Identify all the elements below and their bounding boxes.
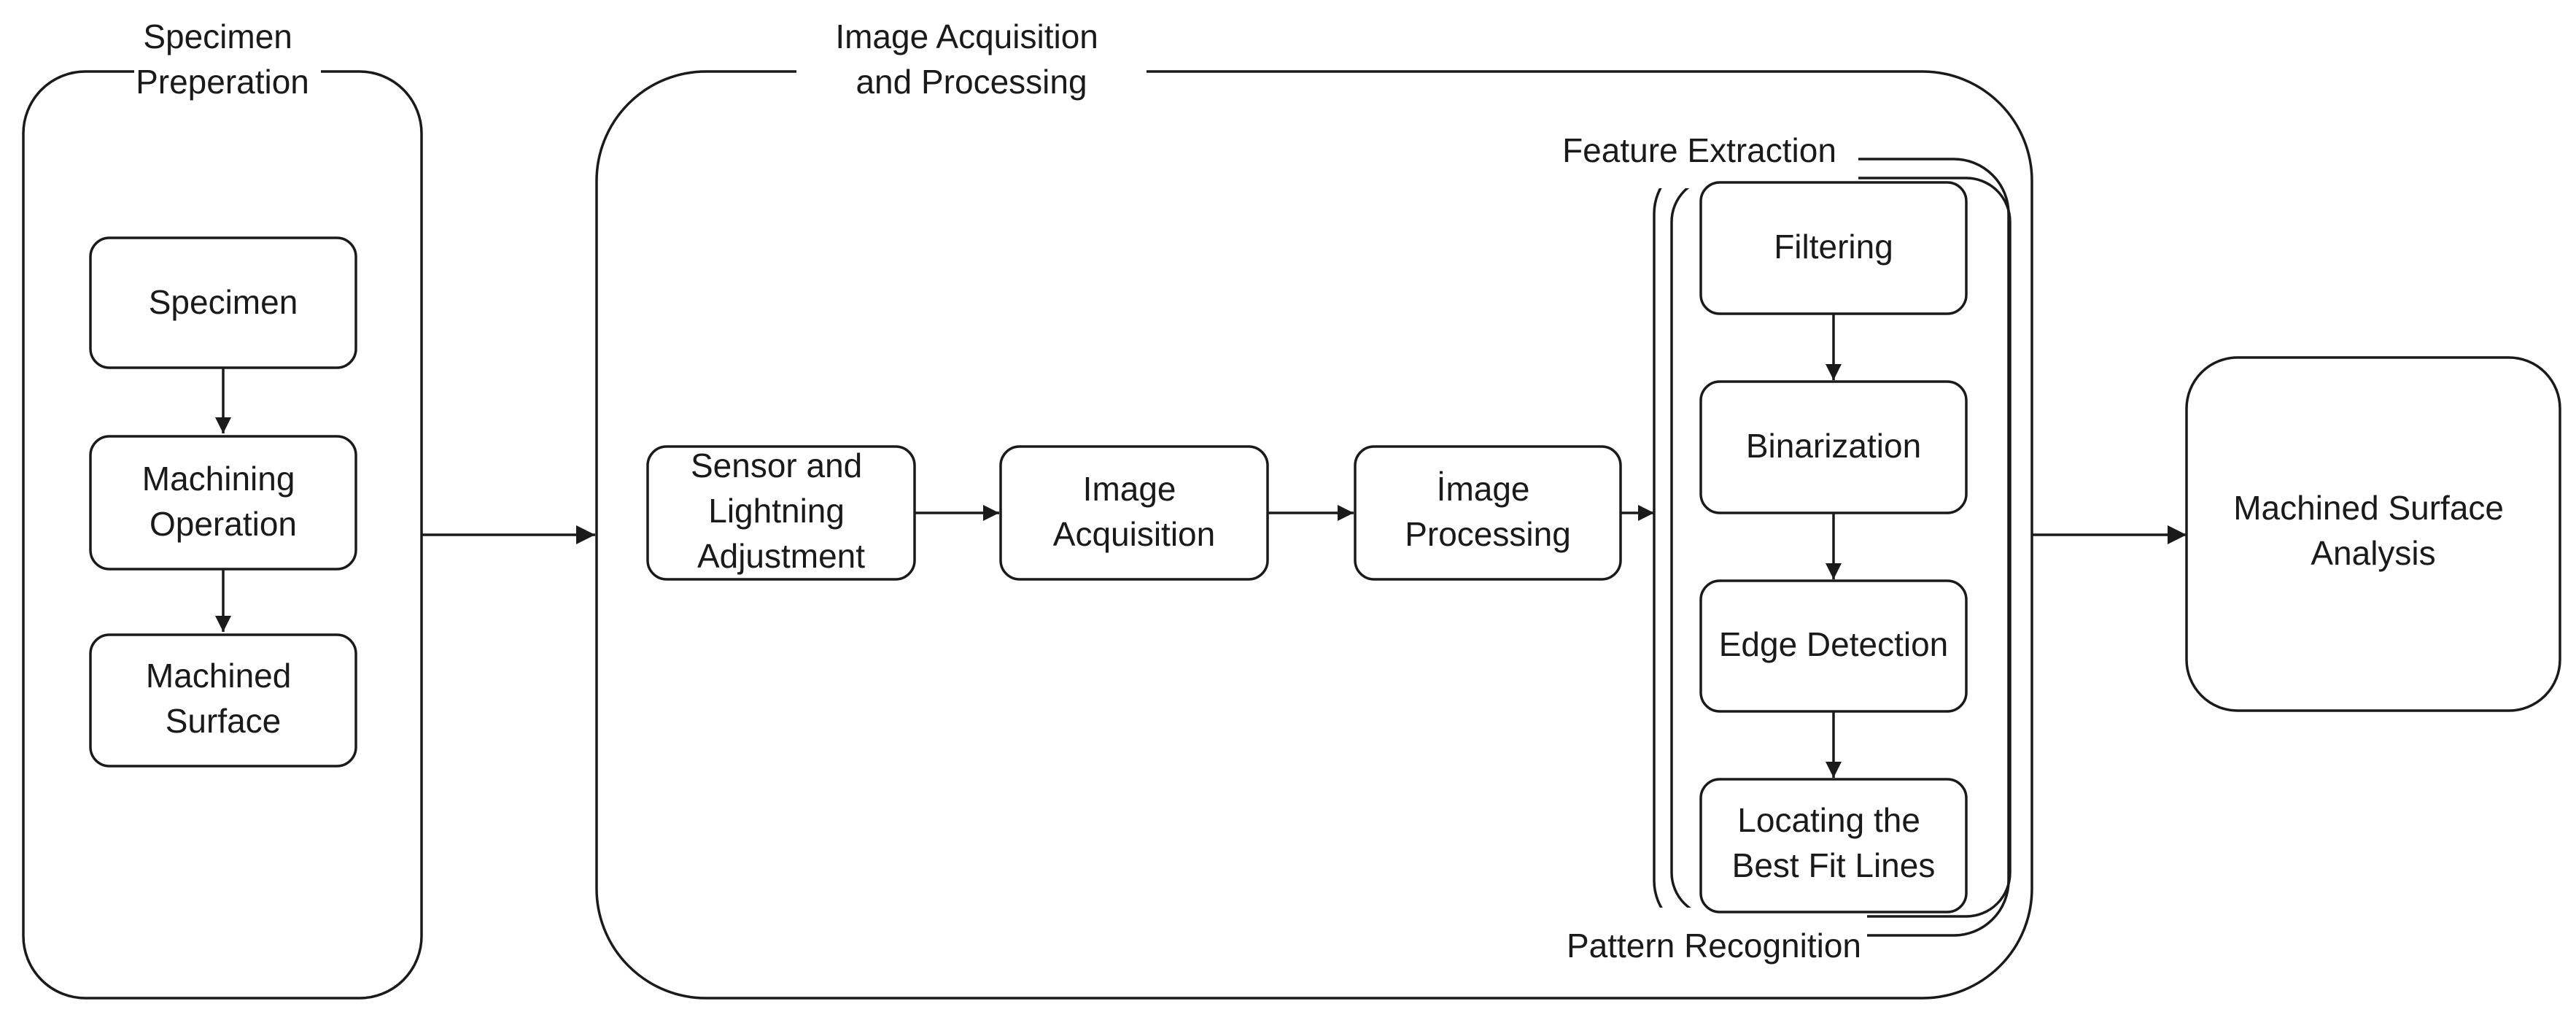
node-machined-surface-analysis-line-2: Analysis <box>2311 534 2435 572</box>
node-specimen-line-1: Specimen <box>149 283 298 321</box>
node-sensor-lightning-line-2: Lightning <box>708 492 845 530</box>
node-image-acquisition-line-1: Image <box>1083 470 1176 508</box>
node-binarization <box>1699 380 1968 514</box>
node-binarization-label: Binarization <box>1746 427 1921 465</box>
node-image-acquisition <box>999 445 1269 581</box>
group-image-acquisition-line-1: Image Acquisition <box>835 18 1098 55</box>
node-specimen-label: Specimen <box>149 283 298 321</box>
node-machined-surface-label: Machined Surface <box>146 657 300 740</box>
node-best-fit-lines-label: Locating the Best Fit Lines <box>1732 801 1936 884</box>
node-image-processing-label: İmage Processing <box>1405 470 1571 553</box>
node-machining-operation-label: Machining Operation <box>142 460 304 543</box>
node-sensor-lightning-line-3: Adjustment <box>697 537 865 575</box>
node-machining-operation-line-2: Operation <box>150 505 297 543</box>
group-pattern-recognition-label: Pattern Recognition <box>1567 927 1861 965</box>
group-feature-extraction-label: Feature Extraction <box>1562 131 1836 169</box>
group-specimen-prep-line-1: Specimen <box>143 18 292 55</box>
node-image-acquisition-line-2: Acquisition <box>1053 515 1215 553</box>
node-image-processing-line-1: İmage <box>1437 470 1530 508</box>
node-best-fit-lines <box>1699 778 1968 913</box>
node-machining-operation <box>89 435 357 571</box>
node-binarization-line-1: Binarization <box>1746 427 1921 465</box>
node-filtering-label: Filtering <box>1774 228 1893 266</box>
node-specimen <box>89 236 357 369</box>
node-image-processing <box>1354 445 1622 581</box>
node-best-fit-lines-line-1: Locating the <box>1737 801 1920 839</box>
group-image-acquisition-label: Image Acquisition and Processing <box>835 18 1107 101</box>
node-machined-surface-line-1: Machined <box>146 657 291 695</box>
node-sensor-lightning-line-1: Sensor and <box>691 447 862 484</box>
node-sensor-lightning-label: Sensor and Lightning Adjustment <box>691 447 872 575</box>
group-specimen-prep-label: Specimen Preperation <box>136 18 309 101</box>
node-image-processing-line-2: Processing <box>1405 515 1571 553</box>
group-image-acquisition-line-2: and Processing <box>856 63 1087 101</box>
node-machined-surface-analysis-label: Machined Surface Analysis <box>2233 489 2513 572</box>
node-image-acquisition-label: Image Acquisition <box>1053 470 1215 553</box>
group-specimen-prep-line-2: Preperation <box>136 63 309 101</box>
node-machined-surface-line-2: Surface <box>166 702 282 740</box>
node-machining-operation-line-1: Machining <box>142 460 295 498</box>
node-filtering <box>1699 181 1968 315</box>
node-edge-detection-label: Edge Detection <box>1719 625 1949 663</box>
node-best-fit-lines-line-2: Best Fit Lines <box>1732 846 1936 884</box>
node-filtering-line-1: Filtering <box>1774 228 1893 266</box>
node-machined-surface <box>89 633 357 768</box>
node-edge-detection-line-1: Edge Detection <box>1719 625 1949 663</box>
node-machined-surface-analysis <box>2185 356 2561 712</box>
node-sensor-lightning <box>646 445 916 581</box>
node-edge-detection <box>1699 579 1968 713</box>
node-machined-surface-analysis-line-1: Machined Surface <box>2233 489 2504 527</box>
